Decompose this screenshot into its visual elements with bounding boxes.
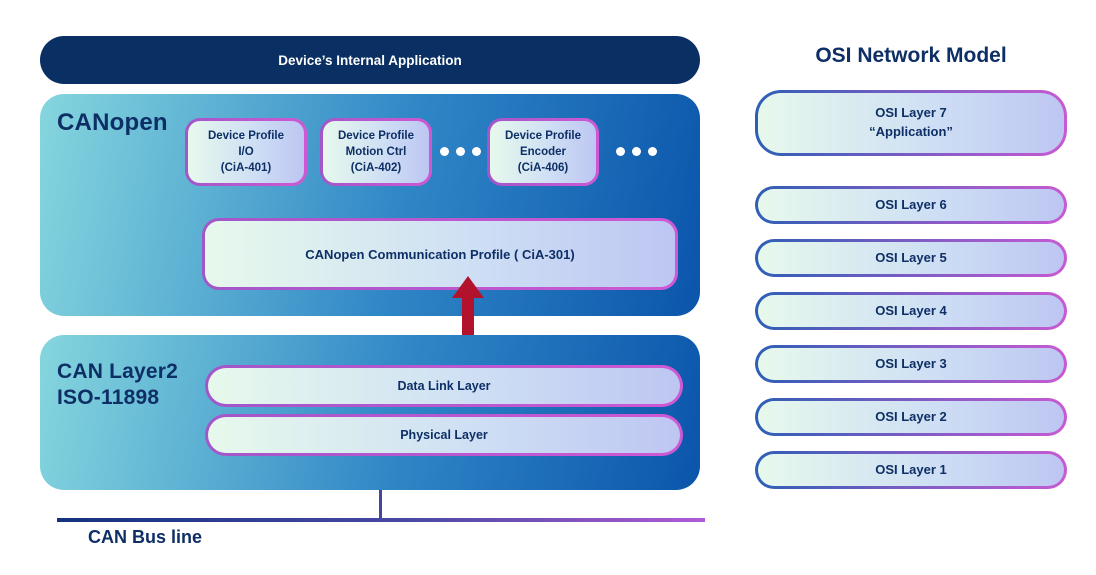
dot-icon: [440, 147, 449, 156]
osi-layer4-inner: OSI Layer 4: [758, 295, 1064, 327]
physical-layer-inner: Physical Layer: [208, 417, 680, 453]
osi-layer3-box: OSI Layer 3: [755, 345, 1067, 383]
device-profile-encoder-box: Device Profile Encoder (CiA-406): [487, 118, 599, 186]
device-internal-application-pill: Device’s Internal Application: [40, 36, 700, 84]
canopen-block: CANopen Device Profile I/O (CiA-401) Dev…: [40, 94, 700, 316]
can-bus-line-label: CAN Bus line: [88, 527, 203, 547]
osi-layer7-label: OSI Layer 7: [875, 105, 947, 121]
device-profile-io-line3: (CiA-401): [220, 162, 272, 175]
osi-layer1-inner: OSI Layer 1: [758, 454, 1064, 486]
osi-layer6-label: OSI Layer 6: [875, 196, 947, 212]
device-internal-application-label: Device’s Internal Application: [278, 52, 462, 68]
bus-connector-line: [379, 490, 382, 519]
can-bus-line: [57, 518, 705, 522]
osi-layer2-label: OSI Layer 2: [875, 408, 947, 424]
can-layer2-title: CAN Layer2 ISO-11898: [57, 359, 178, 412]
data-link-layer-inner: Data Link Layer: [208, 368, 680, 404]
physical-layer-box: Physical Layer: [205, 414, 683, 456]
data-link-layer-box: Data Link Layer: [205, 365, 683, 407]
osi-layer2-inner: OSI Layer 2: [758, 401, 1064, 433]
device-profile-encoder-line3: (CiA-406): [517, 162, 569, 175]
canopen-title: CANopen: [57, 109, 168, 136]
osi-layer3-label: OSI Layer 3: [875, 355, 947, 371]
device-profile-motion-line3: (CiA-402): [350, 162, 402, 175]
dot-icon: [648, 147, 657, 156]
physical-layer-label: Physical Layer: [400, 428, 488, 442]
osi-layer2-box: OSI Layer 2: [755, 398, 1067, 436]
dot-icon: [472, 147, 481, 156]
device-profile-encoder-inner: Device Profile Encoder (CiA-406): [490, 121, 596, 183]
can-layer2-block: CAN Layer2 ISO-11898 Data Link Layer Phy…: [40, 335, 700, 490]
osi-layer5-inner: OSI Layer 5: [758, 242, 1064, 274]
device-profile-encoder-line2: Encoder: [519, 145, 566, 158]
device-profile-motion-line2: Motion Ctrl: [345, 145, 407, 158]
device-profile-motion-inner: Device Profile Motion Ctrl (CiA-402): [323, 121, 429, 183]
device-profile-io-inner: Device Profile I/O (CiA-401): [188, 121, 304, 183]
osi-layer7-box: OSI Layer 7 “Application”: [755, 90, 1067, 156]
osi-layer5-label: OSI Layer 5: [875, 249, 947, 265]
device-profile-motion-line1: Device Profile: [337, 129, 415, 142]
can-layer2-title-line2: ISO-11898: [57, 386, 160, 410]
communication-profile-label: CANopen Communication Profile ( CiA-301): [305, 246, 575, 262]
can-layer2-title-line1: CAN Layer2: [57, 360, 179, 383]
dot-icon: [616, 147, 625, 156]
ellipsis-dots-icon: [616, 147, 657, 156]
device-profile-motion-box: Device Profile Motion Ctrl (CiA-402): [320, 118, 432, 186]
osi-layer7-sublabel: “Application”: [869, 124, 953, 139]
osi-layer6-inner: OSI Layer 6: [758, 189, 1064, 221]
osi-layer4-label: OSI Layer 4: [875, 302, 947, 318]
device-profile-io-line2: I/O: [238, 145, 254, 158]
osi-layer3-inner: OSI Layer 3: [758, 348, 1064, 380]
osi-layer4-box: OSI Layer 4: [755, 292, 1067, 330]
data-link-layer-label: Data Link Layer: [397, 379, 491, 393]
ellipsis-dots-icon: [440, 147, 481, 156]
communication-profile-box: CANopen Communication Profile ( CiA-301): [202, 218, 678, 290]
device-profile-io-box: Device Profile I/O (CiA-401): [185, 118, 307, 186]
device-profile-encoder-line1: Device Profile: [504, 129, 582, 142]
osi-layer6-box: OSI Layer 6: [755, 186, 1067, 224]
osi-layer1-label: OSI Layer 1: [875, 461, 947, 477]
communication-profile-inner: CANopen Communication Profile ( CiA-301): [205, 221, 675, 287]
osi-network-model-title: OSI Network Model: [815, 44, 1007, 67]
osi-layer5-box: OSI Layer 5: [755, 239, 1067, 277]
osi-layer7-inner: OSI Layer 7 “Application”: [758, 93, 1064, 153]
device-profile-io-line1: Device Profile: [207, 129, 285, 142]
osi-layer1-box: OSI Layer 1: [755, 451, 1067, 489]
dot-icon: [632, 147, 641, 156]
dot-icon: [456, 147, 465, 156]
